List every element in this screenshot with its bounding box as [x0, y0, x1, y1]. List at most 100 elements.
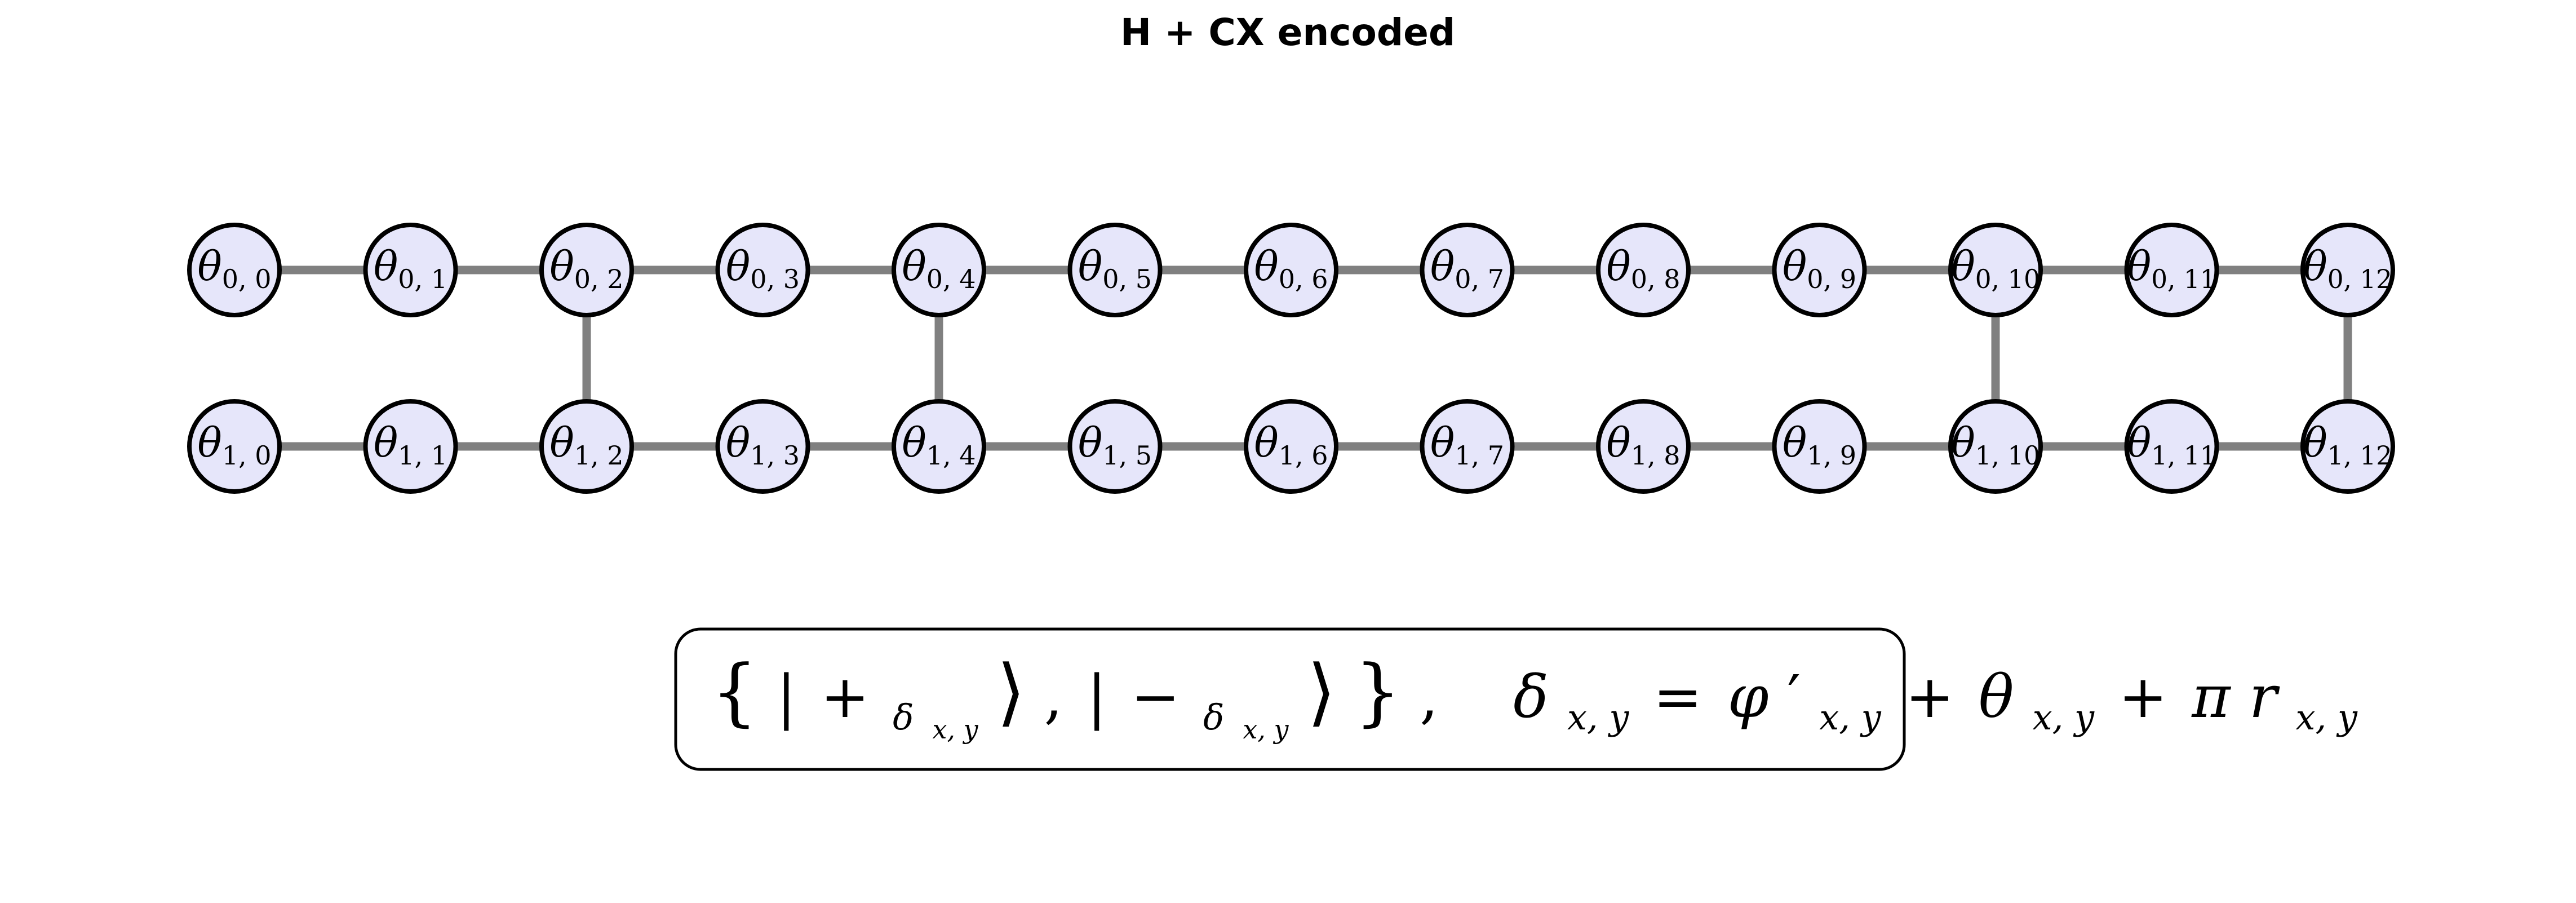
- node-symbol: θ: [1606, 242, 1630, 290]
- node-label: θ0, 1: [374, 242, 447, 294]
- node-subscript: 0, 12: [2327, 264, 2392, 294]
- node-subscript: 1, 9: [1807, 440, 1856, 471]
- formula-phi-xy: x, y: [1819, 697, 1881, 738]
- node-label: θ0, 12: [2303, 242, 2392, 294]
- node-symbol: θ: [549, 419, 574, 466]
- node-circle: [1420, 399, 1515, 494]
- node-0-2: θ0, 2: [539, 223, 634, 317]
- node-subscript: 1, 12: [2327, 440, 2392, 471]
- node-1-0: θ1, 0: [187, 399, 282, 494]
- node-symbol: θ: [1606, 419, 1630, 466]
- node-1-10: θ1, 10: [1948, 399, 2043, 494]
- node-subscript: 1, 11: [2151, 440, 2216, 471]
- node-circle: [363, 399, 458, 494]
- node-symbol: θ: [1254, 242, 1278, 290]
- node-0-7: θ0, 7: [1420, 223, 1515, 317]
- node-1-1: θ1, 1: [363, 399, 458, 494]
- formula-lbrace: {: [711, 649, 758, 734]
- formula-delta-sub-1: δ: [893, 697, 914, 738]
- formula-theta: θ: [1979, 662, 2014, 731]
- node-circle: [187, 223, 282, 317]
- node-1-12: θ1, 12: [2300, 399, 2395, 494]
- node-1-9: θ1, 9: [1772, 399, 1867, 494]
- node-subscript: 1, 2: [574, 440, 624, 471]
- formula-plus-3: +: [2118, 662, 2167, 731]
- node-subscript: 0, 7: [1455, 264, 1504, 294]
- formula-pi: π: [2191, 662, 2231, 731]
- node-label: θ1, 5: [1078, 419, 1152, 471]
- formula-plus: +: [821, 662, 870, 731]
- node-label: θ0, 8: [1606, 242, 1680, 294]
- node-symbol: θ: [2303, 242, 2327, 290]
- node-subscript: 1, 1: [398, 440, 447, 471]
- node-subscript: 1, 7: [1455, 440, 1504, 471]
- node-label: θ1, 1: [374, 419, 447, 471]
- node-1-6: θ1, 6: [1244, 399, 1338, 494]
- node-circle: [892, 399, 986, 494]
- node-0-11: θ0, 11: [2124, 223, 2219, 317]
- node-subscript: 0, 9: [1807, 264, 1856, 294]
- formula-box: [674, 627, 1906, 771]
- node-circle: [2124, 223, 2219, 317]
- node-label: θ0, 3: [726, 242, 800, 294]
- node-circle: [1772, 399, 1867, 494]
- node-0-8: θ0, 8: [1596, 223, 1691, 317]
- node-0-1: θ0, 1: [363, 223, 458, 317]
- node-label: θ0, 9: [1783, 242, 1856, 294]
- node-label: θ0, 11: [2127, 242, 2216, 294]
- formula-rangle-2: ⟩: [1307, 649, 1336, 734]
- node-circle: [892, 223, 986, 317]
- node-circle: [1948, 399, 2043, 494]
- diagram-title: H + CX encoded: [1120, 11, 1455, 54]
- formula-bar-1: |: [777, 662, 796, 731]
- node-circle: [187, 399, 282, 494]
- node-1-4: θ1, 4: [892, 399, 986, 494]
- node-0-5: θ0, 5: [1067, 223, 1163, 317]
- node-circle: [1244, 223, 1338, 317]
- node-label: θ1, 12: [2303, 419, 2392, 471]
- node-symbol: θ: [1430, 419, 1455, 466]
- node-subscript: 0, 1: [398, 264, 447, 294]
- node-circle: [715, 399, 810, 494]
- formula-panel: { | + δ x, y ⟩ , | − δ x, y ⟩ } , δ x, y…: [674, 627, 2358, 771]
- node-symbol: θ: [1078, 419, 1102, 466]
- node-0-9: θ0, 9: [1772, 223, 1867, 317]
- node-symbol: θ: [1783, 242, 1807, 290]
- node-symbol: θ: [1951, 242, 1975, 290]
- node-symbol: θ: [1254, 419, 1278, 466]
- formula-prime: ′: [1788, 662, 1801, 731]
- node-circle: [1067, 223, 1163, 317]
- node-0-0: θ0, 0: [187, 223, 282, 317]
- node-symbol: θ: [197, 242, 221, 290]
- node-symbol: θ: [726, 242, 750, 290]
- node-subscript: 1, 5: [1102, 440, 1152, 471]
- node-label: θ0, 5: [1078, 242, 1152, 294]
- formula-xy-sub-2: x, y: [1243, 714, 1289, 745]
- node-subscript: 0, 6: [1279, 264, 1328, 294]
- node-label: θ0, 7: [1430, 242, 1504, 294]
- formula-equals: =: [1653, 662, 1702, 731]
- node-label: θ1, 11: [2127, 419, 2216, 471]
- node-label: θ1, 2: [549, 419, 623, 471]
- formula-phi: φ: [1728, 662, 1769, 731]
- node-symbol: θ: [197, 419, 221, 466]
- node-symbol: θ: [1078, 242, 1102, 290]
- node-symbol: θ: [549, 242, 574, 290]
- node-label: θ1, 3: [726, 419, 800, 471]
- node-circle: [1596, 399, 1691, 494]
- node-label: θ0, 0: [197, 242, 271, 294]
- node-1-5: θ1, 5: [1067, 399, 1163, 494]
- formula-comma-2: ,: [1420, 662, 1438, 731]
- node-label: θ0, 2: [549, 242, 623, 294]
- formula-delta-xy: x, y: [1567, 697, 1629, 738]
- node-circle: [715, 223, 810, 317]
- node-subscript: 0, 10: [1975, 264, 2040, 294]
- node-label: θ1, 6: [1254, 419, 1328, 471]
- node-label: θ0, 4: [902, 242, 976, 294]
- node-symbol: θ: [2127, 419, 2152, 466]
- node-0-12: θ0, 12: [2300, 223, 2395, 317]
- node-circle: [363, 223, 458, 317]
- formula-minus: −: [1131, 662, 1180, 731]
